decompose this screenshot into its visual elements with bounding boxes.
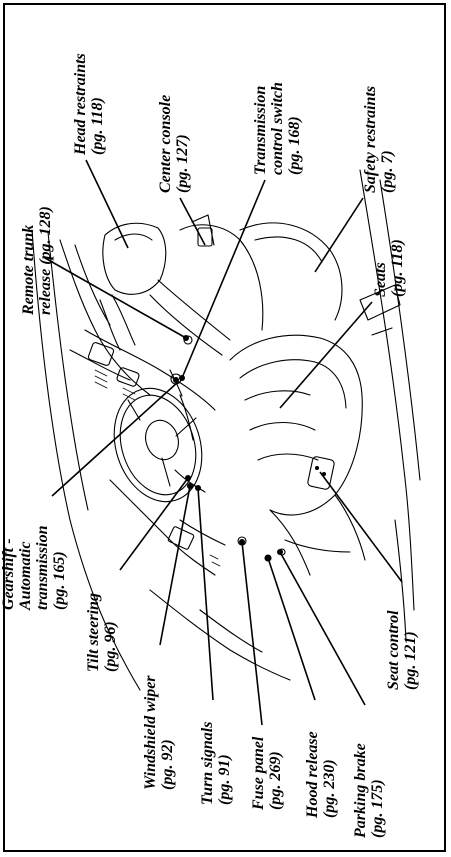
dot-fuse-panel bbox=[239, 539, 245, 545]
dot-tilt-steering bbox=[185, 475, 191, 481]
dot-windshield-wiper bbox=[187, 483, 193, 489]
callout-labels: Head restraints (pg. 118) Center console… bbox=[0, 49, 419, 839]
dot-gearshift bbox=[173, 377, 179, 383]
label-safety-restraints: Safety restraints (pg. 7) bbox=[362, 82, 396, 193]
label-gearshift: Gearshift - Automatic transmission (pg. … bbox=[0, 522, 68, 611]
interior-illustration bbox=[31, 169, 421, 691]
leader-fuse-panel bbox=[241, 541, 263, 726]
label-fuse-panel: Fuse panel (pg. 269) bbox=[250, 733, 284, 811]
leader-seat-control bbox=[319, 471, 403, 583]
label-remote-trunk-release: Remote trunk release (pg. 128) bbox=[20, 206, 54, 316]
dot-turn-signals bbox=[195, 485, 201, 491]
leader-hood-release bbox=[267, 557, 316, 701]
dot-parking-brake bbox=[277, 549, 283, 555]
label-parking-brake: Parking brake (pg. 175) bbox=[352, 739, 386, 839]
dot-hood-release bbox=[265, 555, 271, 561]
leader-windshield-wiper bbox=[159, 485, 191, 646]
leader-center-console bbox=[179, 197, 206, 246]
label-tilt-steering: Tilt steering (pg. 96) bbox=[85, 589, 119, 672]
label-head-restraints: Head restraints (pg. 118) bbox=[72, 49, 106, 156]
leader-seats bbox=[279, 301, 373, 409]
leader-tilt-steering bbox=[119, 477, 189, 571]
callout-dots bbox=[173, 335, 283, 561]
leader-gearshift bbox=[51, 381, 179, 497]
label-seats: Seats (pg. 118) bbox=[372, 239, 406, 297]
dot-remote-trunk bbox=[183, 335, 189, 341]
leader-head-restraints bbox=[85, 159, 129, 249]
label-windshield-wiper: Windshield wiper (pg. 92) bbox=[142, 671, 176, 790]
dot-transmission-switch bbox=[179, 375, 185, 381]
leader-parking-brake bbox=[279, 551, 366, 706]
leader-transmission-switch bbox=[181, 179, 266, 379]
figure-frame bbox=[3, 3, 446, 852]
leader-lines bbox=[44, 159, 403, 726]
label-hood-release: Hood release (pg. 230) bbox=[304, 727, 338, 819]
leader-remote-trunk bbox=[44, 257, 187, 339]
leader-turn-signals bbox=[197, 487, 214, 701]
label-center-console: Center console (pg. 127) bbox=[157, 91, 191, 193]
label-seat-control: Seat control (pg. 121) bbox=[385, 606, 419, 690]
label-turn-signals: Turn signals (pg. 91) bbox=[199, 718, 233, 805]
leader-safety-restraints bbox=[314, 197, 364, 273]
label-transmission-control-switch: Transmission control switch (pg. 168) bbox=[252, 78, 303, 175]
